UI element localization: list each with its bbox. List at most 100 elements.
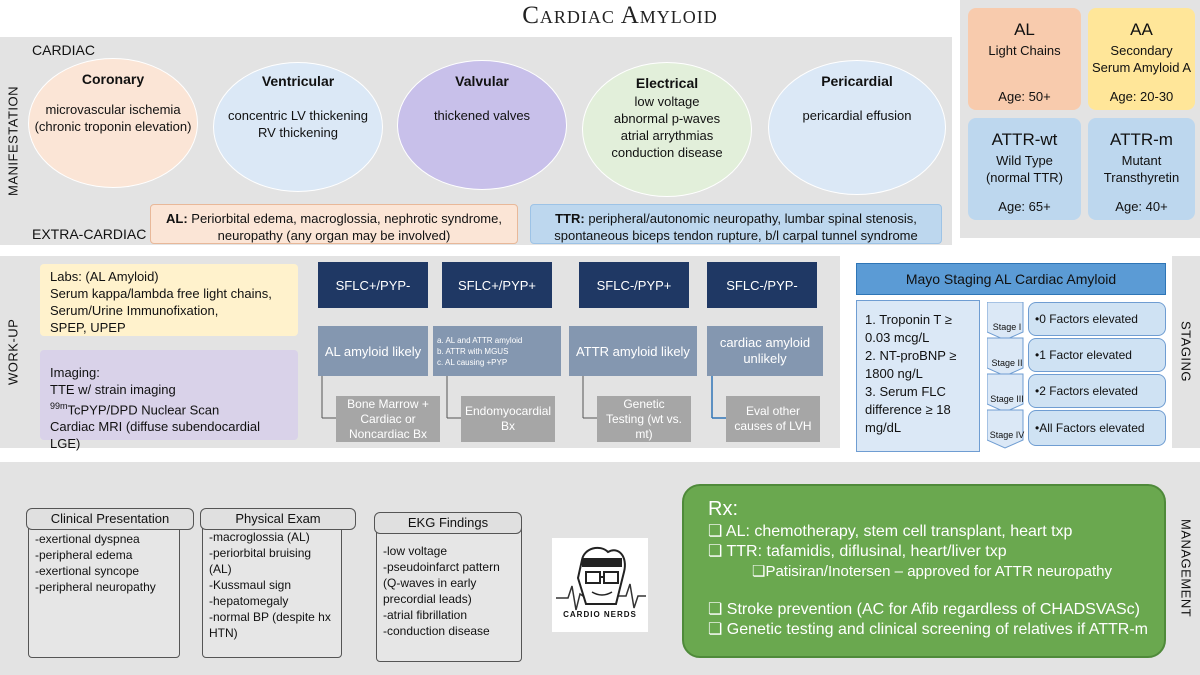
ekg-item-3: (Q-waves in early: [383, 576, 477, 590]
type-attr-wt-name: ATTR-wt: [991, 130, 1058, 149]
rx-item-1: ❏ AL: chemotherapy, stem cell transplant…: [708, 523, 1073, 540]
rx-item-2: ❏ TTR: tafamidis, diflusinal, heart/live…: [708, 543, 1007, 560]
rx-box: Rx: ❏ AL: chemotherapy, stem cell transp…: [682, 484, 1166, 658]
attr-likely-box: ATTR amyloid likely: [569, 326, 697, 376]
stage-label-2: Stage II: [991, 358, 1023, 368]
stage-row-4: •All Factors elevated: [1028, 410, 1166, 446]
type-attr-m-name: ATTR-m: [1110, 130, 1173, 149]
stage-label-1: Stage I: [992, 322, 1022, 332]
ekg-scroll: -low voltage -pseudoinfarct pattern (Q-w…: [376, 516, 522, 662]
labs-title-rest: (AL Amyloid): [81, 269, 159, 284]
al-attr-list-box: a. AL and ATTR amyloid b. ATTR with MGUS…: [433, 326, 561, 376]
rx-item-4: ❏ Stroke prevention (AC for Afib regardl…: [708, 601, 1140, 618]
ekg-item-1: -low voltage: [383, 544, 448, 558]
type-attr-wt-box: ATTR-wt Wild Type (normal TTR) Age: 65+: [968, 118, 1081, 220]
stage-label-3: Stage III: [990, 394, 1024, 404]
type-attr-m-age: Age: 40+: [1115, 199, 1168, 214]
exam-item-3: (AL): [209, 562, 232, 576]
labs-box: Labs: (AL Amyloid) Serum kappa/lambda fr…: [40, 264, 298, 336]
labs-title: Labs:: [50, 269, 82, 284]
cardionerds-logo-text: CARDIO NERDS: [563, 610, 637, 619]
unlikely-box: cardiac amyloid unlikely: [707, 326, 823, 376]
stage-chevrons: [987, 302, 1024, 449]
coronary-ellipse: Coronary microvascular ischemia (chronic…: [28, 58, 198, 188]
al-attr-item-b: b. ATTR with MGUS: [437, 346, 509, 356]
type-aa-box: AA Secondary Serum Amyloid A Age: 20-30: [1088, 8, 1195, 110]
al-attr-item-a: a. AL and ATTR amyloid: [437, 335, 523, 345]
sflc-pos-pyp-pos-box: SFLC+/PYP+: [442, 262, 552, 308]
type-attr-wt-sub2: (normal TTR): [985, 170, 1064, 185]
imaging-sup: 99m: [50, 401, 68, 411]
staging-side-label: STAGING: [1178, 321, 1194, 383]
rx-item-3: ❏Patisiran/Inotersen – approved for ATTR…: [752, 563, 1113, 580]
imaging-line-3: Cardiac MRI (diffuse subendocardial LGE): [50, 419, 261, 452]
rx-item-5: ❏ Genetic testing and clinical screening…: [708, 621, 1148, 638]
ekg-item-2: -pseudoinfarct pattern: [383, 560, 500, 574]
al-note-bold: AL:: [166, 211, 188, 226]
electrical-line-3: atrial arrythmias: [620, 128, 714, 143]
stage-row-2: •1 Factor elevated: [1028, 338, 1166, 372]
labs-line-2: Serum/Urine Immunofixation,: [50, 303, 219, 318]
staging-title-bar: Mayo Staging AL Cardiac Amyloid: [856, 263, 1166, 295]
exam-item-5: -hepatomegaly: [209, 594, 289, 608]
exam-item-4: -Kussmaul sign: [209, 578, 292, 592]
stage-row-1: •0 Factors elevated: [1028, 302, 1166, 336]
valvular-line-1: thickened valves: [433, 108, 531, 123]
ventricular-line-2: RV thickening: [258, 125, 338, 140]
exam-item-7: HTN): [209, 626, 238, 640]
extra-cardiac-label: EXTRA-CARDIAC: [32, 226, 147, 242]
exam-item-6: -normal BP (despite hx: [209, 610, 331, 624]
valvular-title: Valvular: [455, 73, 509, 89]
ventricular-title: Ventricular: [261, 73, 335, 89]
clinical-title: Clinical Presentation: [26, 508, 194, 530]
ventricular-line-1: concentric LV thickening: [228, 108, 368, 123]
bone-marrow-box: Bone Marrow + Cardiac or Noncardiac Bx: [336, 396, 440, 442]
sflc-neg-pyp-pos-box: SFLC-/PYP+: [579, 262, 689, 308]
al-likely-box: AL amyloid likely: [318, 326, 428, 376]
cardiac-label: CARDIAC: [32, 42, 96, 58]
coronary-line-1: microvascular ischemia: [45, 102, 181, 117]
exam-item-1: -macroglossia (AL): [209, 530, 310, 544]
clinical-item-1: -exertional dyspnea: [35, 532, 140, 546]
imaging-title: Imaging:: [50, 365, 100, 380]
exam-title: Physical Exam: [200, 508, 356, 530]
rx-title: Rx:: [708, 498, 738, 520]
electrical-line-2: abnormal p-waves: [613, 111, 721, 126]
electrical-ellipse: Electrical low voltage abnormal p-waves …: [582, 62, 752, 197]
type-aa-sub1: Secondary: [1110, 43, 1173, 58]
management-side-label: MANAGEMENT: [1178, 519, 1194, 618]
ttr-note-bold: TTR:: [555, 211, 585, 226]
type-al-age: Age: 50+: [998, 89, 1051, 104]
pericardial-ellipse: Pericardial pericardial effusion: [768, 60, 946, 195]
valvular-ellipse: Valvular thickened valves: [397, 60, 567, 190]
criteria-2: 2. NT-proBNP ≥ 1800 ng/L: [865, 348, 957, 381]
type-attr-wt-sub1: Wild Type: [996, 153, 1053, 168]
heart-mascot-icon: [556, 546, 646, 611]
ekg-item-6: -conduction disease: [383, 624, 490, 638]
ekg-title: EKG Findings: [374, 512, 522, 534]
exam-scroll: -macroglossia (AL) -periorbital bruising…: [202, 510, 342, 658]
eval-lvh-box: Eval other causes of LVH: [726, 396, 820, 442]
sflc-neg-pyp-neg-box: SFLC-/PYP-: [707, 262, 817, 308]
clinical-scroll: -exertional dyspnea -peripheral edema -e…: [28, 510, 180, 658]
exam-item-2: -periorbital bruising: [209, 546, 312, 560]
ventricular-ellipse: Ventricular concentric LV thickening RV …: [213, 62, 383, 192]
electrical-line-1: low voltage: [634, 94, 700, 109]
type-attr-m-sub1: Mutant: [1121, 153, 1162, 168]
coronary-line-2: (chronic troponin elevation): [34, 119, 192, 134]
electrical-line-4: conduction disease: [611, 145, 723, 160]
pericardial-title: Pericardial: [821, 73, 893, 89]
imaging-line-1: TTE w/ strain imaging: [50, 382, 176, 397]
labs-line-1: Serum kappa/lambda free light chains,: [50, 286, 272, 301]
ttr-extracardiac-note: TTR: peripheral/autonomic neuropathy, lu…: [530, 204, 942, 244]
type-al-sub1: Light Chains: [988, 43, 1061, 58]
cardionerds-logo: CARDIO NERDS: [552, 538, 648, 632]
page-title: Cardiac Amyloid: [522, 2, 718, 29]
type-al-name: AL: [1014, 20, 1035, 39]
pericardial-line-1: pericardial effusion: [802, 108, 912, 123]
endomyocardial-box: Endomyocardial Bx: [461, 396, 555, 442]
clinical-item-3: -exertional syncope: [35, 564, 140, 578]
type-attr-m-box: ATTR-m Mutant Transthyretin Age: 40+: [1088, 118, 1195, 220]
al-attr-item-c: c. AL causing +PYP: [437, 357, 508, 367]
